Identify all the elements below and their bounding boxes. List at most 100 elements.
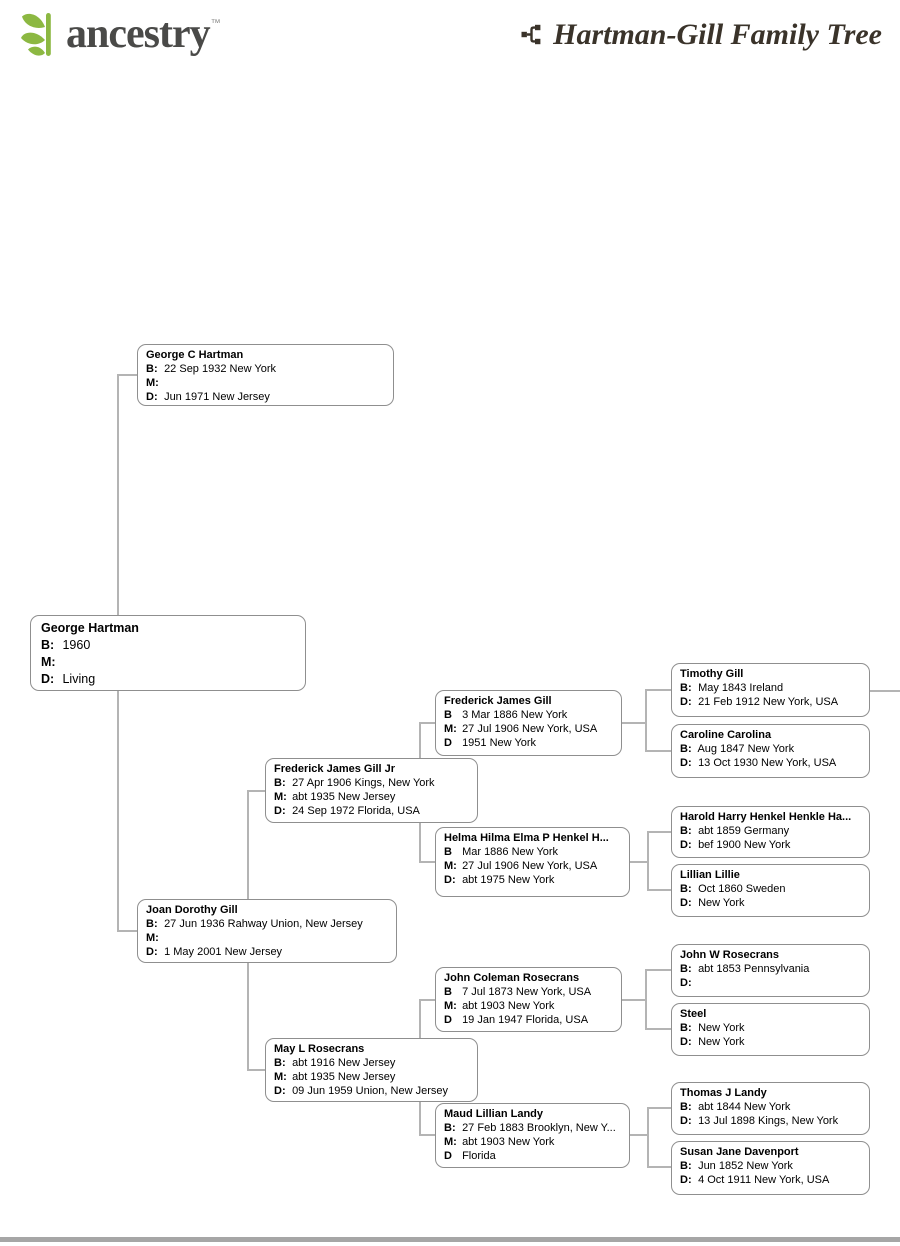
person-fact: B 3 Mar 1886 New York bbox=[444, 708, 613, 722]
fact-label: D: bbox=[274, 805, 286, 817]
fact-label: B: bbox=[680, 963, 692, 975]
fact-label: B: bbox=[680, 682, 692, 694]
person-fact: B: 1960 bbox=[41, 637, 295, 654]
fact-value: 7 Jul 1873 New York, USA bbox=[462, 986, 592, 998]
fact-value: abt 1903 New York bbox=[462, 1136, 555, 1148]
fact-label: B: bbox=[680, 1160, 692, 1172]
fact-label: D: bbox=[146, 391, 158, 403]
fact-label: M: bbox=[444, 723, 457, 735]
fact-value: abt 1975 New York bbox=[462, 874, 555, 886]
fact-label: D: bbox=[274, 1085, 286, 1097]
person-fact: B 7 Jul 1873 New York, USA bbox=[444, 985, 613, 999]
person-fact: B: abt 1853 Pennsylvania bbox=[680, 962, 861, 976]
person-fact: D: 13 Oct 1930 New York, USA bbox=[680, 756, 861, 770]
fact-label: D: bbox=[680, 1174, 692, 1186]
fact-label: B: bbox=[146, 918, 158, 930]
person-fact: B: abt 1844 New York bbox=[680, 1100, 861, 1114]
connector-line bbox=[647, 1166, 672, 1168]
connector-line bbox=[630, 1134, 648, 1136]
connector-line bbox=[645, 969, 672, 971]
person-fact: B: May 1843 Ireland bbox=[680, 681, 861, 695]
fact-value: bef 1900 New York bbox=[698, 839, 791, 851]
person-box-helma-hilma-henkel[interactable]: Helma Hilma Elma P Henkel H...B Mar 1886… bbox=[435, 827, 630, 897]
person-fact: D: bef 1900 New York bbox=[680, 838, 861, 852]
fact-value: abt 1903 New York bbox=[462, 1000, 555, 1012]
fact-label: D: bbox=[680, 977, 692, 989]
family-tree-icon bbox=[521, 23, 544, 51]
person-fact: M: bbox=[146, 376, 385, 390]
fact-label: B: bbox=[41, 638, 55, 652]
person-name: Helma Hilma Elma P Henkel H... bbox=[444, 832, 609, 844]
fact-label: D: bbox=[444, 874, 456, 886]
connector-line bbox=[419, 999, 436, 1001]
person-fact: D: 24 Sep 1972 Florida, USA bbox=[274, 804, 469, 818]
person-fact: D: 4 Oct 1911 New York, USA bbox=[680, 1173, 861, 1187]
person-fact: B: 27 Feb 1883 Brooklyn, New Y... bbox=[444, 1121, 621, 1135]
person-fact: B: Oct 1860 Sweden bbox=[680, 882, 861, 896]
fact-value: 27 Apr 1906 Kings, New York bbox=[292, 777, 435, 789]
connector-line bbox=[647, 1107, 672, 1109]
fact-label: D: bbox=[680, 897, 692, 909]
person-fact: B: New York bbox=[680, 1021, 861, 1035]
fact-label: D bbox=[444, 1150, 452, 1162]
fact-label: B bbox=[444, 846, 452, 858]
fact-value: 13 Oct 1930 New York, USA bbox=[698, 757, 837, 769]
fact-value: 4 Oct 1911 New York, USA bbox=[698, 1174, 830, 1186]
connector-line bbox=[647, 1107, 649, 1168]
person-box-harold-harry-henkel[interactable]: Harold Harry Henkel Henkle Ha...B: abt 1… bbox=[671, 806, 870, 858]
fact-value: 1960 bbox=[62, 638, 91, 652]
person-fact: D: Living bbox=[41, 671, 295, 688]
person-fact: B: Jun 1852 New York bbox=[680, 1159, 861, 1173]
connector-line bbox=[419, 722, 436, 724]
connector-line bbox=[117, 930, 138, 932]
fact-value: 22 Sep 1932 New York bbox=[164, 363, 276, 375]
fact-value: New York bbox=[698, 1036, 745, 1048]
fact-value: May 1843 Ireland bbox=[698, 682, 784, 694]
person-fact: M: bbox=[146, 931, 388, 945]
person-fact: D Florida bbox=[444, 1149, 621, 1163]
fact-value: New York bbox=[698, 1022, 745, 1034]
ancestry-leaf-icon bbox=[20, 10, 60, 65]
connector-line bbox=[630, 861, 648, 863]
fact-label: M: bbox=[41, 655, 56, 669]
person-name: Maud Lillian Landy bbox=[444, 1108, 544, 1120]
fact-value: New York bbox=[698, 897, 745, 909]
fact-value: 27 Jul 1906 New York, USA bbox=[462, 860, 598, 872]
fact-label: D bbox=[444, 737, 452, 749]
person-fact: D: 21 Feb 1912 New York, USA bbox=[680, 695, 861, 709]
person-fact: D 1951 New York bbox=[444, 736, 613, 750]
fact-label: B bbox=[444, 709, 452, 721]
fact-label: M: bbox=[146, 377, 159, 389]
fact-label: D: bbox=[680, 696, 692, 708]
connector-line bbox=[645, 689, 672, 691]
fact-value: Living bbox=[62, 672, 96, 686]
fact-label: B: bbox=[680, 825, 692, 837]
fact-value: 3 Mar 1886 New York bbox=[462, 709, 568, 721]
connector-line bbox=[870, 690, 900, 692]
fact-value: 09 Jun 1959 Union, New Jersey bbox=[292, 1085, 448, 1097]
person-fact: D: New York bbox=[680, 1035, 861, 1049]
person-fact: B: 27 Jun 1936 Rahway Union, New Jersey bbox=[146, 917, 388, 931]
page-bottom-border bbox=[0, 1237, 900, 1242]
fact-label: M: bbox=[444, 1000, 457, 1012]
person-fact: M: abt 1935 New Jersey bbox=[274, 1070, 469, 1084]
connector-line bbox=[645, 750, 672, 752]
person-fact: D: 09 Jun 1959 Union, New Jersey bbox=[274, 1084, 469, 1098]
person-fact: D: 1 May 2001 New Jersey bbox=[146, 945, 388, 959]
